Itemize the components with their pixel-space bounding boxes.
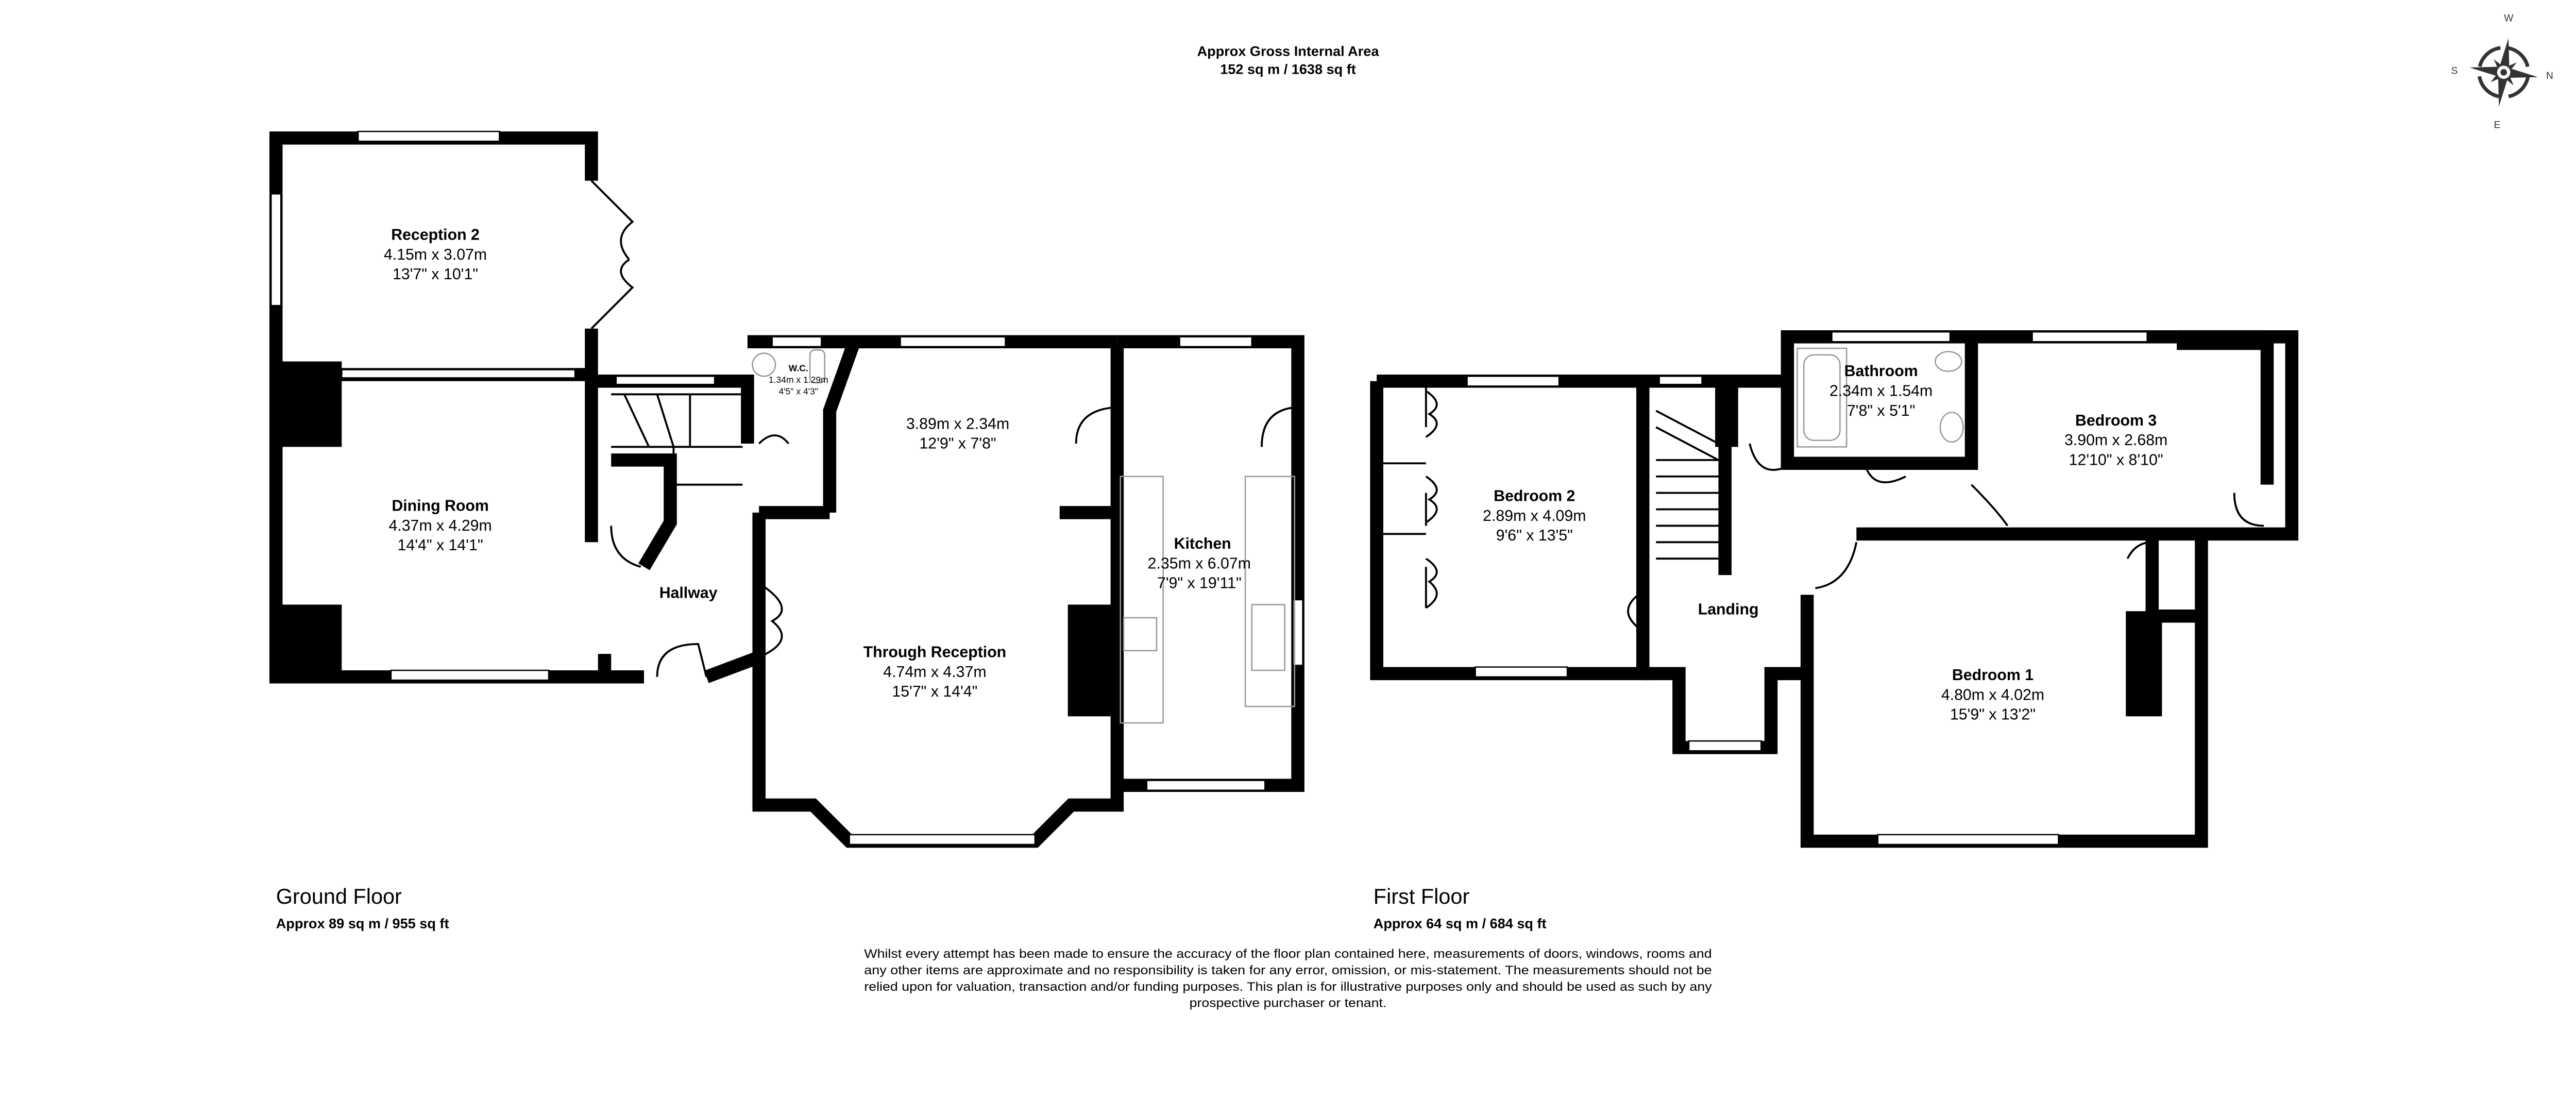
disclaimer: Whilst every attempt has been made to en… [864, 947, 1712, 1010]
room-landing: Landing [1698, 601, 1759, 618]
compass-s: S [2451, 65, 2458, 76]
room-bedroom-2: Bedroom 2 2.89m x 4.09m 9'6" x 13'5" [1483, 488, 1586, 545]
room-imperial: 7'8" x 5'1" [1847, 402, 1915, 419]
compass-n: N [2546, 71, 2553, 81]
room-bathroom: Bathroom 2.34m x 1.54m 7'8" x 5'1" [1829, 363, 1933, 419]
first-floor-area: Approx 64 sq m / 684 sq ft [1374, 916, 1547, 932]
compass-rose-icon [2469, 38, 2538, 107]
room-imperial: 9'6" x 13'5" [1496, 527, 1573, 544]
room-imperial: 14'4" x 14'1" [398, 537, 483, 554]
compass-w: W [2504, 13, 2513, 24]
room-metric: 3.89m x 2.34m [906, 415, 1009, 432]
room-name: Reception 2 [391, 227, 480, 244]
room-dining-room: Dining Room 4.37m x 4.29m 14'4" x 14'1" [388, 498, 492, 554]
ground-floor-label: Ground Floor [276, 884, 402, 908]
room-through-reception: Through Reception 4.74m x 4.37m 15'7" x … [863, 644, 1007, 701]
room-imperial: 15'7" x 14'4" [892, 683, 977, 700]
gross-area-title: Approx Gross Internal Area [1197, 43, 1380, 59]
room-metric: 2.35m x 6.07m [1148, 555, 1251, 572]
room-bedroom-3: Bedroom 3 3.90m x 2.68m 12'10" x 8'10" [2064, 412, 2167, 469]
room-name: Bedroom 2 [1494, 488, 1575, 505]
room-metric: 4.15m x 3.07m [384, 246, 487, 263]
room-through-reception-upper: 3.89m x 2.34m 12'9" x 7'8" [906, 415, 1009, 452]
compass-e: E [2494, 120, 2501, 131]
disclaimer-line: Whilst every attempt has been made to en… [864, 947, 1711, 960]
room-name: Through Reception [863, 644, 1007, 661]
room-hallway: Hallway [659, 585, 718, 602]
room-metric: 2.89m x 4.09m [1483, 508, 1586, 525]
room-name: Bedroom 3 [2075, 412, 2157, 429]
floor-plan: Approx Gross Internal Area 152 sq m / 16… [269, 13, 2553, 1010]
disclaimer-line: relied upon for valuation, transaction a… [864, 980, 1712, 993]
room-name: Bedroom 1 [1952, 667, 2033, 684]
room-metric: 4.80m x 4.02m [1941, 686, 2044, 703]
room-kitchen: Kitchen 2.35m x 6.07m 7'9" x 19'11" [1148, 535, 1251, 592]
room-name: Kitchen [1174, 535, 1231, 552]
room-imperial: 13'7" x 10'1" [393, 266, 478, 283]
room-reception-2: Reception 2 4.15m x 3.07m 13'7" x 10'1" [384, 227, 487, 283]
room-imperial: 4'5" x 4'3" [778, 386, 818, 396]
room-imperial: 12'9" x 7'8" [919, 435, 996, 452]
first-floor-plan [1370, 330, 2299, 848]
room-metric: 1.34m x 1.29m [769, 375, 828, 385]
room-imperial: 15'9" x 13'2" [1950, 706, 2036, 723]
room-name: Dining Room [392, 498, 488, 515]
room-wc: W.C. 1.34m x 1.29m 4'5" x 4'3" [769, 363, 828, 397]
ground-floor-area: Approx 89 sq m / 955 sq ft [276, 916, 449, 932]
first-floor-label: First Floor [1374, 884, 1470, 908]
gross-area-value: 152 sq m / 1638 sq ft [1220, 61, 1356, 77]
room-metric: 2.34m x 1.54m [1829, 382, 1933, 399]
room-metric: 4.74m x 4.37m [883, 664, 986, 681]
room-name: Bathroom [1844, 363, 1918, 380]
disclaimer-line: prospective purchaser or tenant. [1190, 996, 1387, 1010]
room-imperial: 12'10" x 8'10" [2069, 451, 2163, 468]
room-metric: 3.90m x 2.68m [2064, 432, 2167, 449]
room-bedroom-1: Bedroom 1 4.80m x 4.02m 15'9" x 13'2" [1941, 667, 2044, 723]
room-imperial: 7'9" x 19'11" [1157, 575, 1242, 592]
ground-floor-plan [269, 130, 1304, 848]
room-name: W.C. [789, 363, 808, 374]
disclaimer-line: any other items are approximate and no r… [864, 963, 1711, 977]
room-metric: 4.37m x 4.29m [388, 517, 492, 534]
